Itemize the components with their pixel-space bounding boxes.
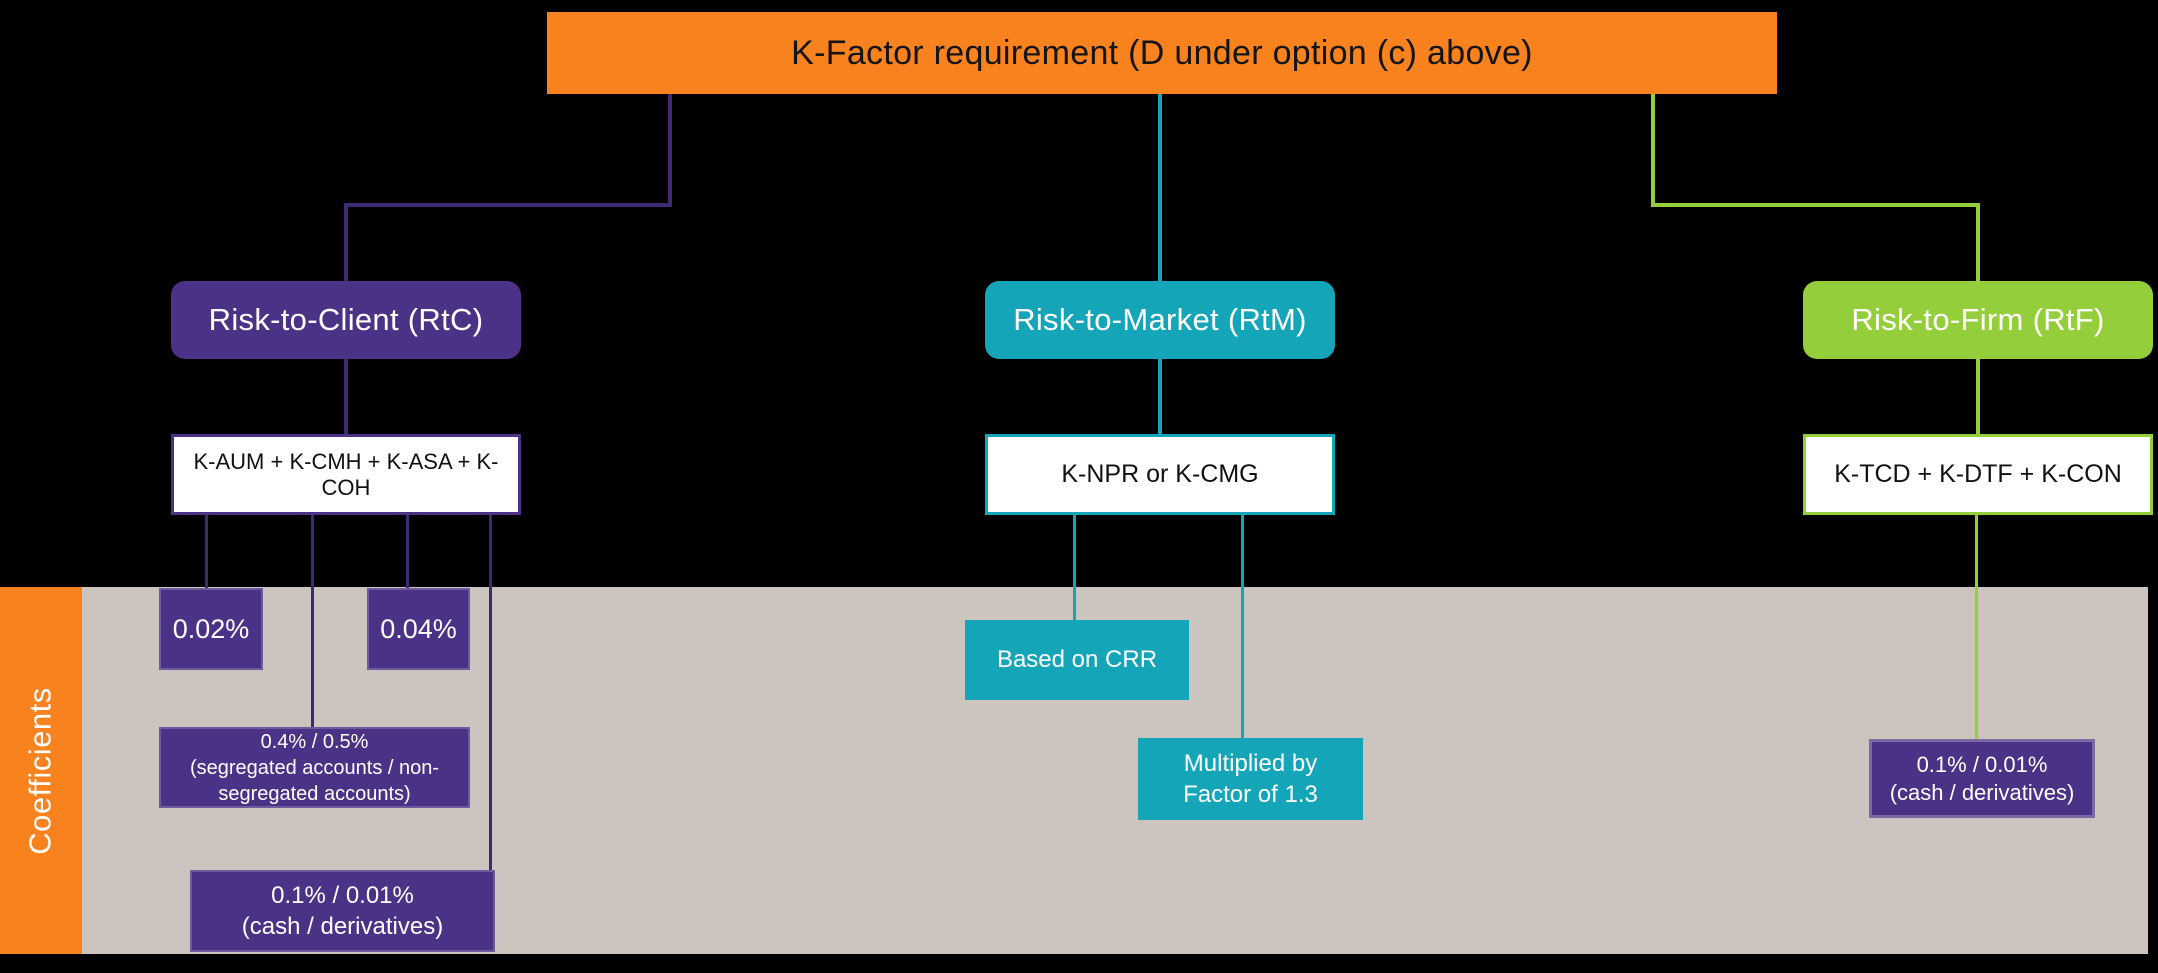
coef-text: (cash / derivatives) — [241, 913, 444, 940]
coef-text: 0.4% / 0.5% — [260, 730, 369, 753]
coefficients-sidebar: Coefficients — [0, 587, 82, 954]
connector-rtm-vertical — [1158, 94, 1162, 281]
connector-rtc-vertical-2 — [344, 203, 348, 281]
formula-box-risk-to-firm: K-TCD + K-DTF + K-CON — [1803, 434, 2153, 515]
coef-text: 0.1% / 0.01% — [1916, 751, 2048, 777]
stem-rtm-formula — [1158, 359, 1162, 434]
stem-rtf-coef-1 — [1975, 515, 1978, 739]
stem-rtc-formula — [344, 359, 348, 434]
coef-box-rtc-cmh: 0.4% / 0.5% (segregated accounts / non- … — [159, 727, 470, 808]
formula-label-risk-to-client: K-AUM + K-CMH + K-ASA + K-COH — [193, 448, 499, 500]
stem-rtm-coef-2 — [1241, 515, 1244, 738]
coef-text: 0.04% — [380, 613, 457, 644]
stem-rtc-coef-3 — [311, 515, 314, 727]
branch-box-risk-to-firm: Risk-to-Firm (RtF) — [1803, 281, 2153, 359]
connector-rtf-vertical-2 — [1976, 203, 1980, 281]
title-box: K-Factor requirement (D under option (c)… — [547, 12, 1777, 94]
stem-rtm-coef-1 — [1073, 515, 1076, 620]
formula-label-risk-to-firm: K-TCD + K-DTF + K-CON — [1834, 460, 2122, 488]
coef-box-rtc-aum: 0.02% — [159, 588, 263, 670]
stem-rtc-coef-1 — [205, 515, 208, 588]
coef-text: Factor of 1.3 — [1183, 781, 1318, 808]
coef-box-rtm-multiplier: Multiplied by Factor of 1.3 — [1138, 738, 1363, 820]
formula-label-risk-to-market: K-NPR or K-CMG — [1061, 460, 1259, 488]
stem-rtc-coef-4 — [489, 515, 492, 870]
coef-text: Based on CRR — [996, 646, 1158, 673]
stem-rtc-coef-2 — [406, 515, 409, 588]
coef-text: Multiplied by — [1183, 750, 1318, 777]
coef-box-rtf: 0.1% / 0.01% (cash / derivatives) — [1869, 739, 2095, 818]
coef-text: 0.1% / 0.01% — [271, 882, 414, 909]
branch-box-risk-to-client: Risk-to-Client (RtC) — [171, 281, 521, 359]
coef-box-rtc-coh: 0.1% / 0.01% (cash / derivatives) — [190, 870, 495, 952]
branch-label-risk-to-market: Risk-to-Market (RtM) — [1013, 302, 1307, 337]
formula-box-risk-to-market: K-NPR or K-CMG — [985, 434, 1335, 515]
branch-label-risk-to-firm: Risk-to-Firm (RtF) — [1851, 302, 2105, 337]
coefficients-sidebar-label: Coefficients — [23, 686, 58, 855]
coef-text: segregated accounts) — [218, 782, 411, 805]
branch-box-risk-to-market: Risk-to-Market (RtM) — [985, 281, 1335, 359]
coef-text: 0.02% — [172, 613, 250, 644]
formula-box-risk-to-client: K-AUM + K-CMH + K-ASA + K-COH — [171, 434, 521, 515]
connector-rtc-vertical-1 — [668, 94, 672, 207]
branch-label-risk-to-client: Risk-to-Client (RtC) — [208, 302, 484, 337]
coef-box-rtm-crr: Based on CRR — [965, 620, 1189, 700]
title-label: K-Factor requirement (D under option (c)… — [791, 33, 1533, 72]
connector-rtc-horizontal — [344, 203, 672, 207]
stem-rtf-formula — [1976, 359, 1980, 434]
coef-text: (segregated accounts / non- — [189, 756, 440, 779]
coef-box-rtc-asa: 0.04% — [367, 588, 470, 670]
coef-text: (cash / derivatives) — [1889, 779, 2075, 805]
connector-rtf-horizontal — [1651, 203, 1980, 207]
connector-rtf-vertical-1 — [1651, 94, 1655, 207]
